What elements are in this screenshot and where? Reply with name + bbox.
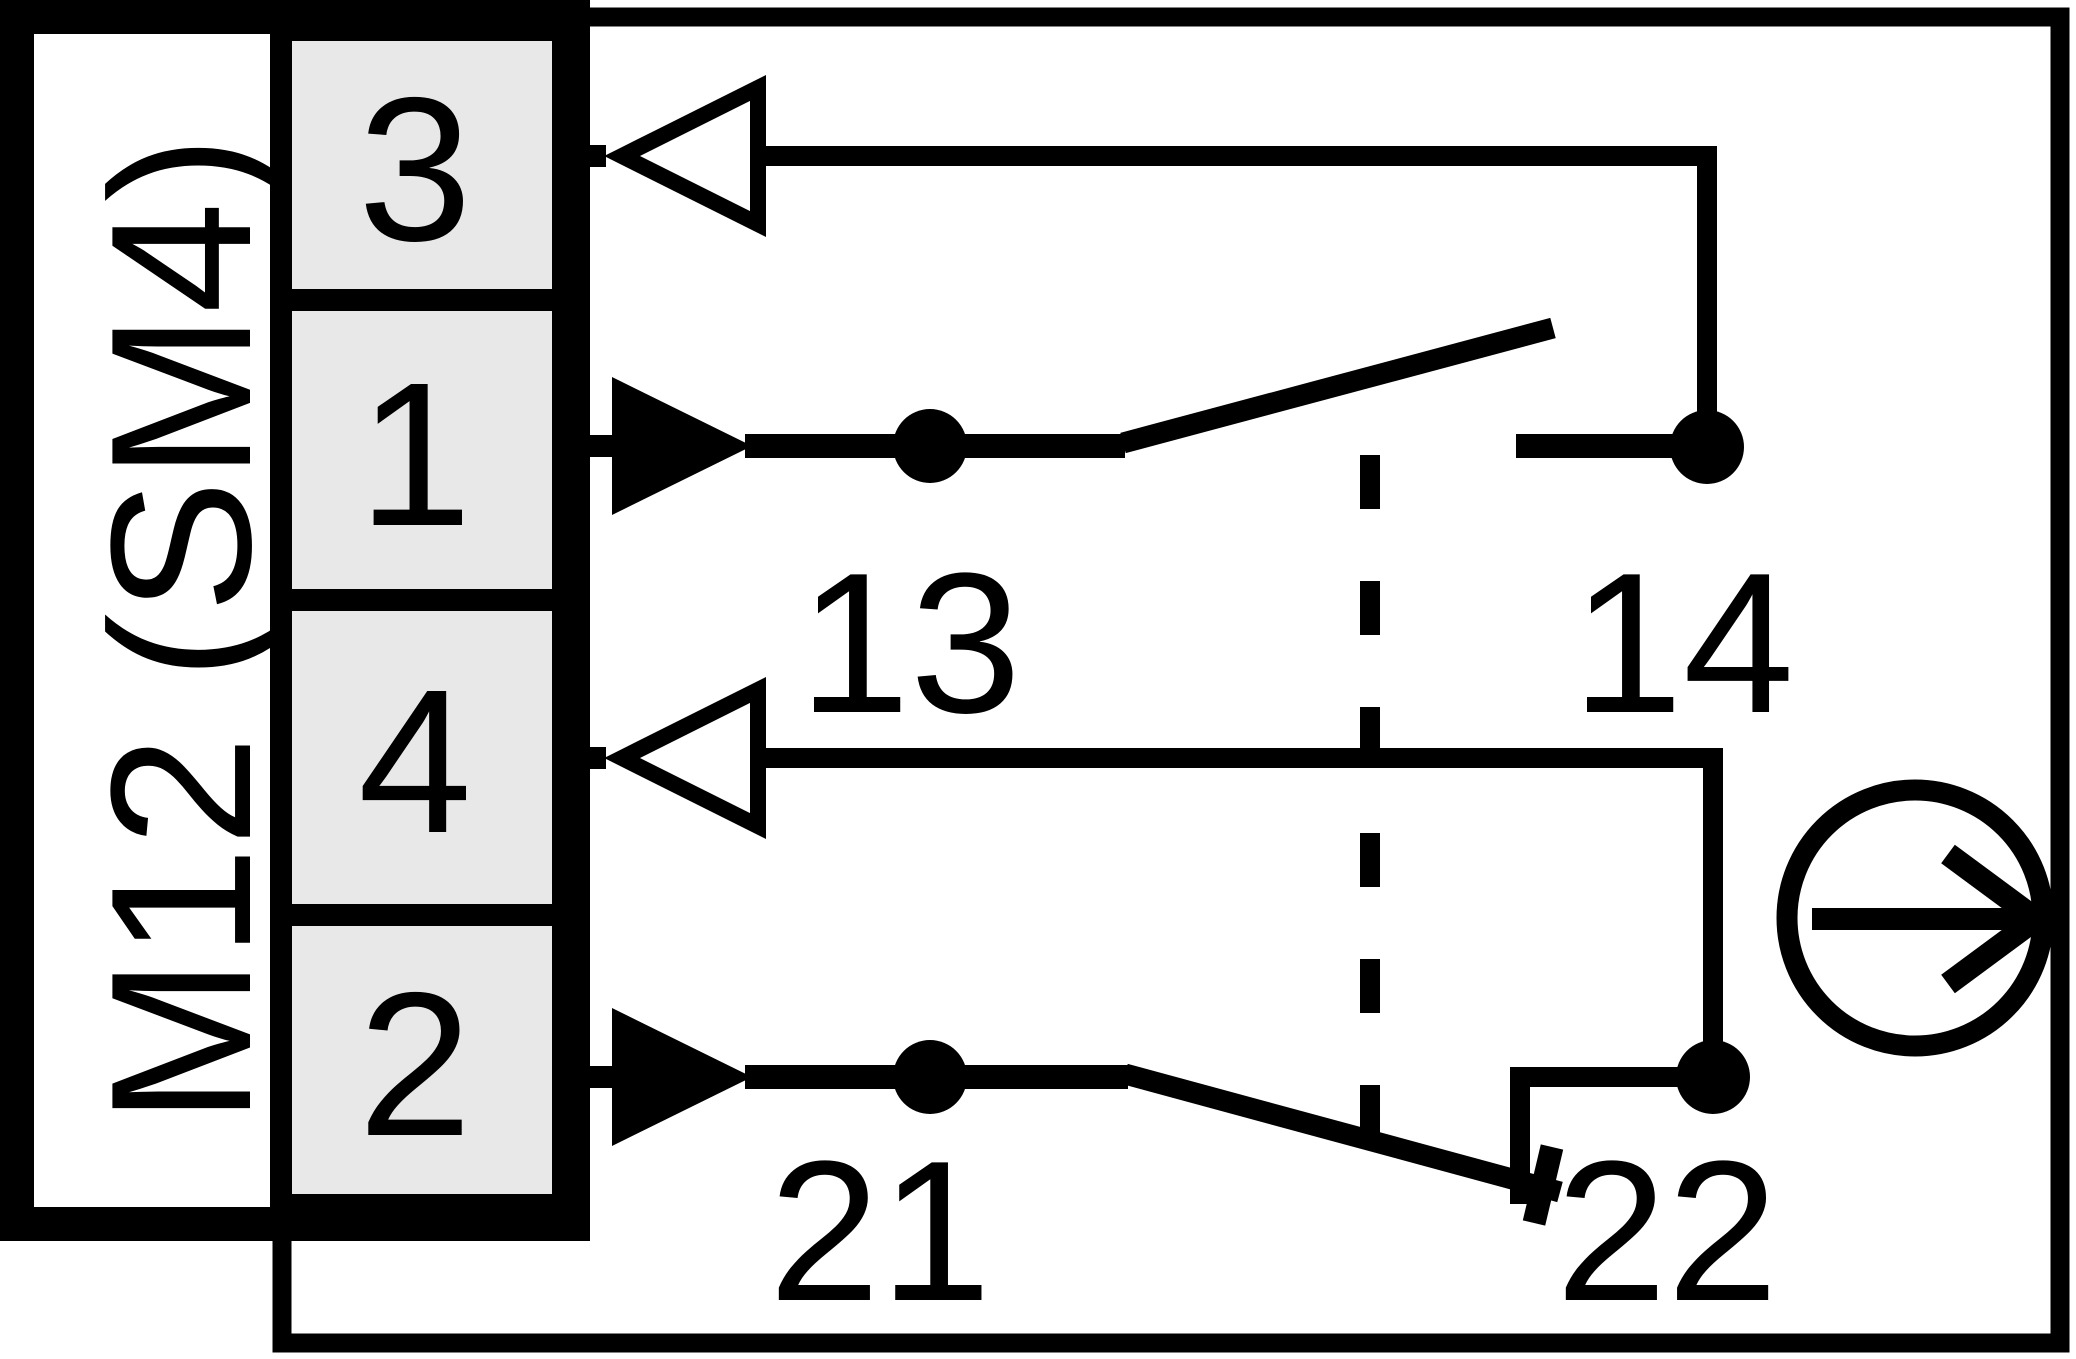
filled-arrow-right-icon: [612, 1008, 752, 1146]
terminal-22-dot: [1676, 1040, 1750, 1114]
contact22-hook-line: [1510, 1067, 1713, 1204]
actuation-arrow-head: [1941, 844, 2056, 994]
pin3-to-14-line: [750, 146, 1717, 447]
open-arrow-left-icon: [604, 75, 766, 237]
pin-cell-4: [270, 589, 574, 926]
terminal-13-dot: [893, 409, 967, 483]
terminal-label-21: 21: [769, 1120, 991, 1343]
filled-arrow-right-icon: [612, 377, 752, 515]
pin4-wire: [556, 677, 1723, 1077]
connector-label: M12 (SM4): [70, 135, 293, 1124]
pin3-wire: [556, 75, 1717, 447]
pin-number-2: 2: [358, 950, 472, 1179]
no-contact-13-14: 13 14: [556, 317, 1794, 755]
pin-number-4: 4: [358, 647, 472, 876]
pin-number-3: 3: [358, 55, 472, 284]
terminal-14-dot: [1670, 410, 1744, 484]
terminal-label-13: 13: [799, 532, 1021, 755]
terminal-21-dot: [893, 1040, 967, 1114]
pin4-to-22-line: [750, 748, 1723, 1077]
pin-number-1: 1: [358, 340, 472, 569]
pin-cell-2: [270, 904, 574, 1216]
open-arrow-left-icon: [604, 677, 766, 839]
terminal-label-14: 14: [1572, 532, 1794, 755]
no-contact-blade: [1120, 317, 1556, 454]
terminal-label-22: 22: [1556, 1120, 1778, 1343]
nc-blade-tip-tick: [1522, 1144, 1564, 1226]
nc-contact-21-22: 21 22: [556, 1008, 1778, 1343]
pin-column: 3 1 4 2: [270, 19, 574, 1216]
circle-right-arrow-icon: [1776, 779, 2056, 1057]
nc-contact-blade: [1122, 1063, 1563, 1203]
